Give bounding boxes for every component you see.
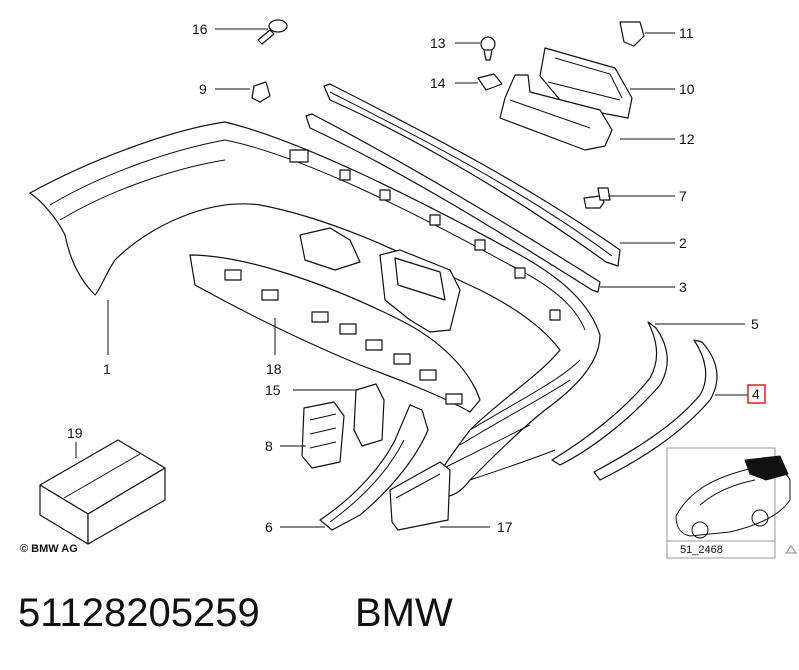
callout-18: 18 bbox=[266, 361, 282, 377]
corner-trim-right bbox=[593, 339, 718, 481]
holder-8 bbox=[301, 401, 345, 469]
callout-1: 1 bbox=[103, 361, 111, 377]
scroll-triangle-icon[interactable] bbox=[785, 545, 797, 554]
callout-4-highlight-box[interactable] bbox=[747, 384, 766, 404]
callout-2: 2 bbox=[679, 235, 687, 251]
callout-13: 13 bbox=[430, 35, 446, 51]
cable-tie-16 bbox=[257, 19, 288, 45]
screw-13 bbox=[480, 36, 496, 61]
callout-3: 3 bbox=[679, 279, 687, 295]
thumbnail-inset: 51_2468 bbox=[666, 447, 791, 559]
callout-6: 6 bbox=[265, 519, 273, 535]
lower-diffuser bbox=[189, 254, 481, 413]
callout-8: 8 bbox=[265, 438, 273, 454]
rivet-7 bbox=[583, 187, 611, 209]
callouts: 16 9 13 14 11 10 12 7 2 3 5 1 18 15 8 6 … bbox=[67, 21, 766, 535]
thumbnail-ref: 51_2468 bbox=[680, 544, 723, 556]
callout-7: 7 bbox=[679, 188, 687, 204]
trim-strip-lower bbox=[305, 113, 601, 293]
callout-4[interactable]: 4 bbox=[752, 386, 760, 402]
trim-strip-upper bbox=[323, 83, 621, 267]
callout-10: 10 bbox=[679, 81, 695, 97]
callout-19: 19 bbox=[67, 425, 83, 441]
bumper-bracket bbox=[499, 47, 633, 151]
callout-15: 15 bbox=[265, 382, 281, 398]
nut-14 bbox=[477, 73, 503, 91]
grommet-9 bbox=[251, 81, 271, 103]
callout-11: 11 bbox=[679, 25, 694, 41]
holder-15 bbox=[353, 383, 385, 447]
brand-label: BMW bbox=[355, 591, 453, 635]
clip-11 bbox=[619, 21, 645, 47]
callout-5: 5 bbox=[751, 316, 759, 332]
car-thumbnail-icon bbox=[675, 455, 791, 539]
corner-trim-left bbox=[551, 321, 668, 466]
callout-12: 12 bbox=[679, 131, 695, 147]
copyright-label: © BMW AG bbox=[20, 543, 78, 555]
box-19 bbox=[39, 439, 166, 545]
callout-16: 16 bbox=[192, 21, 208, 37]
part-number: 51128205259 bbox=[18, 591, 260, 635]
callout-17: 17 bbox=[497, 519, 513, 535]
leader-lines bbox=[75, 28, 748, 528]
callout-14: 14 bbox=[430, 75, 446, 91]
bumper-cover bbox=[29, 121, 601, 498]
callout-9: 9 bbox=[199, 81, 207, 97]
side-bracket-6 bbox=[319, 404, 429, 531]
bracket-17 bbox=[389, 461, 451, 531]
